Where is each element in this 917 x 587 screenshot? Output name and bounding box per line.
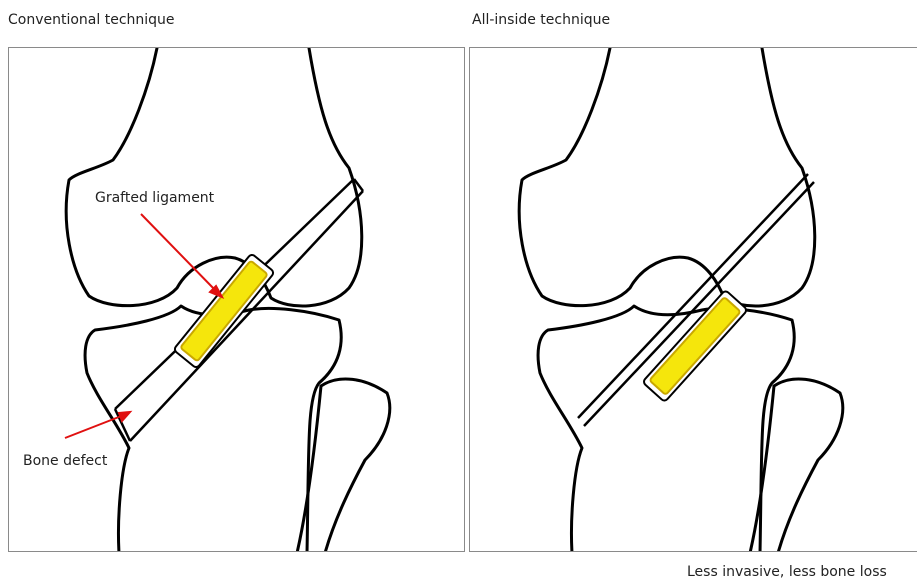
caption-conventional-technique: Conventional technique [8, 12, 175, 28]
knee-diagram-conventional: Grafted ligament Bone defect [9, 48, 465, 552]
caption-all-inside-technique: All-inside technique [472, 12, 610, 28]
knee-bones-right [519, 48, 843, 552]
grafted-ligament-arrow [141, 214, 222, 297]
footer-note: Less invasive, less bone loss [687, 564, 887, 580]
conventional-technique-panel: Grafted ligament Bone defect [8, 47, 465, 552]
grafted-ligament-label: Grafted ligament [95, 190, 215, 206]
all-inside-technique-panel [469, 47, 917, 552]
bone-defect-label: Bone defect [23, 453, 108, 469]
knee-diagram-all-inside [470, 48, 917, 552]
